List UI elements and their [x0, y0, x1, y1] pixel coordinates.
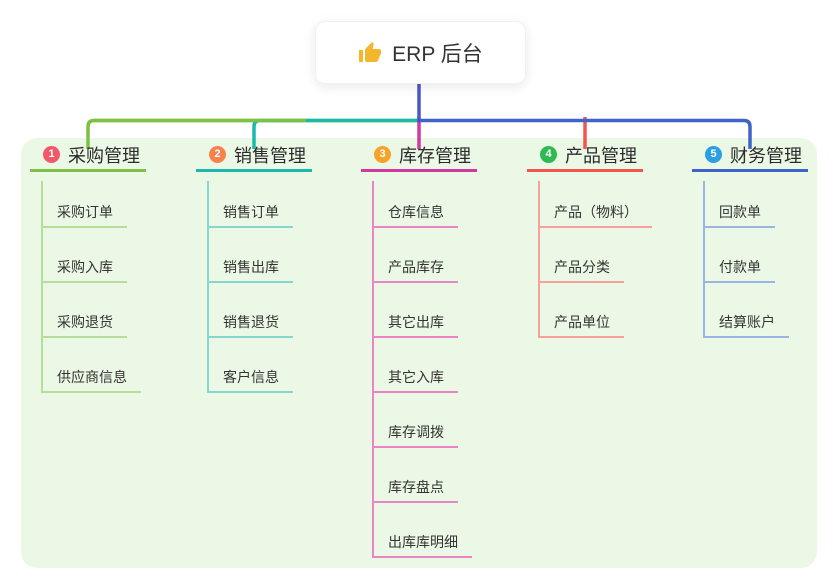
leaf-node-label: 客户信息: [223, 369, 279, 385]
leaf-node[interactable]: 其它入库: [372, 338, 458, 393]
leaf-node[interactable]: 采购退货: [41, 283, 127, 338]
branch-label: 财务管理: [730, 145, 802, 166]
branch-children-list: 仓库信息产品库存其它出库其它入库库存调拨库存盘点出库库明细: [372, 173, 472, 558]
leaf-node-label: 产品分类: [554, 259, 610, 275]
leaf-node[interactable]: 产品分类: [538, 228, 624, 283]
leaf-node[interactable]: 付款单: [703, 228, 775, 283]
branch-label: 销售管理: [234, 145, 306, 166]
leaf-node[interactable]: 仓库信息: [372, 173, 458, 228]
badge-number-icon: 3: [374, 146, 391, 163]
leaf-node[interactable]: 库存盘点: [372, 448, 458, 503]
leaf-node-label: 结算账户: [719, 314, 775, 330]
branch-label: 库存管理: [399, 145, 471, 166]
branch-children-list: 回款单付款单结算账户: [703, 173, 789, 338]
leaf-node[interactable]: 产品（物料）: [538, 173, 652, 228]
leaf-node-label: 回款单: [719, 204, 761, 220]
leaf-node[interactable]: 结算账户: [703, 283, 789, 338]
leaf-node-label: 仓库信息: [388, 204, 444, 220]
leaf-node-label: 销售退货: [223, 314, 279, 330]
branch-children-list: 销售订单销售出库销售退货客户信息: [207, 173, 293, 393]
badge-number-icon: 4: [540, 146, 557, 163]
leaf-node[interactable]: 供应商信息: [41, 338, 141, 393]
badge-number-icon: 2: [209, 146, 226, 163]
branches-background-panel: [21, 138, 817, 568]
leaf-node-label: 产品（物料）: [554, 204, 638, 220]
leaf-node-label: 供应商信息: [57, 369, 127, 385]
badge-number-icon: 5: [705, 146, 722, 163]
leaf-node[interactable]: 销售出库: [207, 228, 293, 283]
branch-connector-line: [86, 118, 419, 149]
leaf-node-label: 库存盘点: [388, 479, 444, 495]
branch-children-list: 产品（物料） 产品分类产品单位: [538, 173, 652, 338]
leaf-node-label: 采购退货: [57, 314, 113, 330]
leaf-node-label: 采购订单: [57, 204, 113, 220]
leaf-node-label: 产品单位: [554, 314, 610, 330]
badge-number-icon: 1: [43, 146, 60, 163]
branch-label: 产品管理: [565, 145, 637, 166]
leaf-node[interactable]: 其它出库: [372, 283, 458, 338]
branch-children-list: 采购订单采购入库采购退货供应商信息: [41, 173, 141, 393]
leaf-node-label: 其它出库: [388, 314, 444, 330]
leaf-node-label: 采购入库: [57, 259, 113, 275]
branch-vertical-line: [41, 181, 43, 393]
leaf-node[interactable]: 出库库明细: [372, 503, 472, 558]
leaf-node[interactable]: 产品单位: [538, 283, 624, 338]
leaf-node-label: 产品库存: [388, 259, 444, 275]
leaf-node[interactable]: 采购入库: [41, 228, 127, 283]
leaf-node-label: 付款单: [719, 259, 761, 275]
branch-node-3[interactable]: 3 库存管理: [361, 146, 477, 172]
branch-node-2[interactable]: 2 销售管理: [196, 146, 312, 172]
root-node-erp[interactable]: ERP 后台: [315, 21, 526, 84]
leaf-node[interactable]: 销售退货: [207, 283, 293, 338]
root-node-label: ERP 后台: [392, 42, 483, 66]
leaf-node[interactable]: 采购订单: [41, 173, 127, 228]
branch-vertical-line: [207, 181, 209, 393]
branch-node-5[interactable]: 5 财务管理: [692, 146, 808, 172]
branch-node-1[interactable]: 1 采购管理: [30, 146, 146, 172]
thumbs-up-icon: [359, 41, 382, 62]
leaf-node-label: 其它入库: [388, 369, 444, 385]
leaf-node[interactable]: 库存调拨: [372, 393, 458, 448]
branch-node-4[interactable]: 4 产品管理: [527, 146, 643, 172]
branch-connector-line: [419, 118, 752, 149]
leaf-node[interactable]: 销售订单: [207, 173, 293, 228]
branch-label: 采购管理: [68, 145, 140, 166]
branch-vertical-line: [372, 181, 374, 558]
leaf-node[interactable]: 回款单: [703, 173, 775, 228]
leaf-node-label: 销售出库: [223, 259, 279, 275]
leaf-node[interactable]: 产品库存: [372, 228, 458, 283]
leaf-node-label: 出库库明细: [388, 534, 458, 550]
branch-vertical-line: [538, 181, 540, 338]
leaf-node[interactable]: 客户信息: [207, 338, 293, 393]
branch-vertical-line: [703, 181, 705, 338]
leaf-node-label: 库存调拨: [388, 424, 444, 440]
leaf-node-label: 销售订单: [223, 204, 279, 220]
